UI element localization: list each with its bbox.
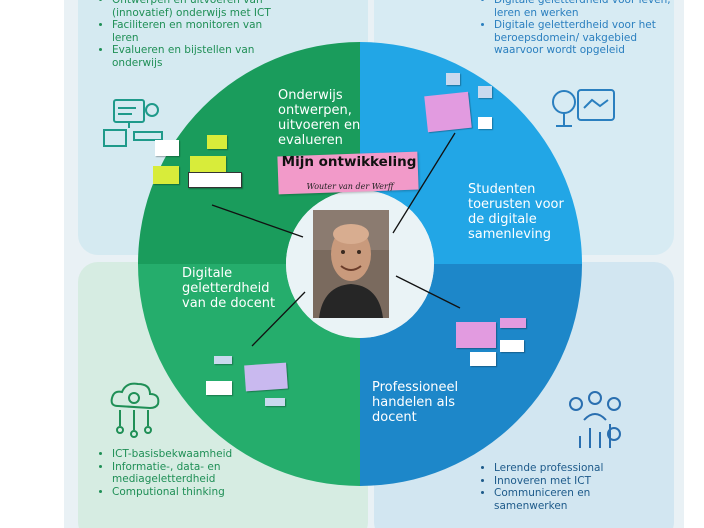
sticky-note[interactable] xyxy=(456,322,496,348)
bullet-item: Communiceren en samenwerken xyxy=(494,487,654,512)
sticky-note[interactable] xyxy=(424,91,472,133)
bottom-right-bullets: Lerende professional Innoveren met ICT C… xyxy=(480,462,654,512)
sticky-note[interactable] xyxy=(500,318,526,328)
top-left-bullets: Ontwerpen en uitvoeren van (innovatief) … xyxy=(98,0,272,69)
bullet-item: Digitale geletterdheid voor leven, leren… xyxy=(494,0,684,19)
sticky-note[interactable] xyxy=(478,86,492,98)
connector-lines xyxy=(211,132,461,347)
sticky-note[interactable] xyxy=(244,362,288,392)
bullet-item: Digitale geletterdheid voor het beroepsd… xyxy=(494,19,684,57)
bottom-left-bullets: ICT-basisbekwaamheid Informatie-, data- … xyxy=(98,448,292,498)
page-subtitle: Wouter van der Werff xyxy=(306,182,394,191)
bullet-item: Innoveren met ICT xyxy=(494,475,654,488)
bullet-item: Lerende professional xyxy=(494,462,654,475)
sticky-note[interactable] xyxy=(206,381,232,395)
sticky-note[interactable] xyxy=(478,117,492,129)
ring-label-studenten: Studenten toerusten voor de digitale sam… xyxy=(468,182,564,242)
sticky-note[interactable] xyxy=(190,156,226,174)
sticky-note[interactable] xyxy=(265,398,285,406)
ring-label-professioneel: Professioneel handelen als docent xyxy=(372,380,459,425)
handshake-icon xyxy=(552,89,615,127)
sticky-note[interactable] xyxy=(153,166,179,184)
ring-segment-studenten xyxy=(360,42,582,264)
sticky-note[interactable] xyxy=(214,356,232,364)
sticky-note[interactable] xyxy=(155,140,179,156)
bullet-item: Evalueren en bijstellen van onderwijs xyxy=(112,44,272,69)
sticky-note[interactable] xyxy=(500,340,524,352)
ring-segment-onderwijs xyxy=(138,42,360,264)
portrait-photo[interactable] xyxy=(313,210,389,318)
sticky-note[interactable] xyxy=(188,172,242,188)
people-chart-icon xyxy=(569,391,621,448)
page-title: Mijn ontwikkeling xyxy=(281,154,417,170)
sticky-note[interactable] xyxy=(470,352,496,366)
bullet-item: Computional thinking xyxy=(112,486,292,499)
sticky-note[interactable] xyxy=(207,135,227,149)
bullet-item: Ontwerpen en uitvoeren van (innovatief) … xyxy=(112,0,272,19)
computer-desk-icon xyxy=(103,99,163,147)
ring-label-onderwijs: Onderwijs ontwerpen, uitvoeren en evalue… xyxy=(278,88,361,148)
ring-segment-professioneel xyxy=(360,264,582,486)
bullet-item: ICT-basisbekwaamheid xyxy=(112,448,292,461)
top-right-bullets: Digitale geletterdheid voor leven, leren… xyxy=(480,0,684,57)
sticky-note[interactable] xyxy=(446,73,460,85)
bullet-item: Informatie-, data- en mediageletterdheid xyxy=(112,461,292,486)
bullet-item: Faciliteren en monitoren van leren xyxy=(112,19,272,44)
cloud-network-icon xyxy=(110,382,160,438)
ring-label-digitale: Digitale geletterdheid van de docent xyxy=(182,266,276,311)
